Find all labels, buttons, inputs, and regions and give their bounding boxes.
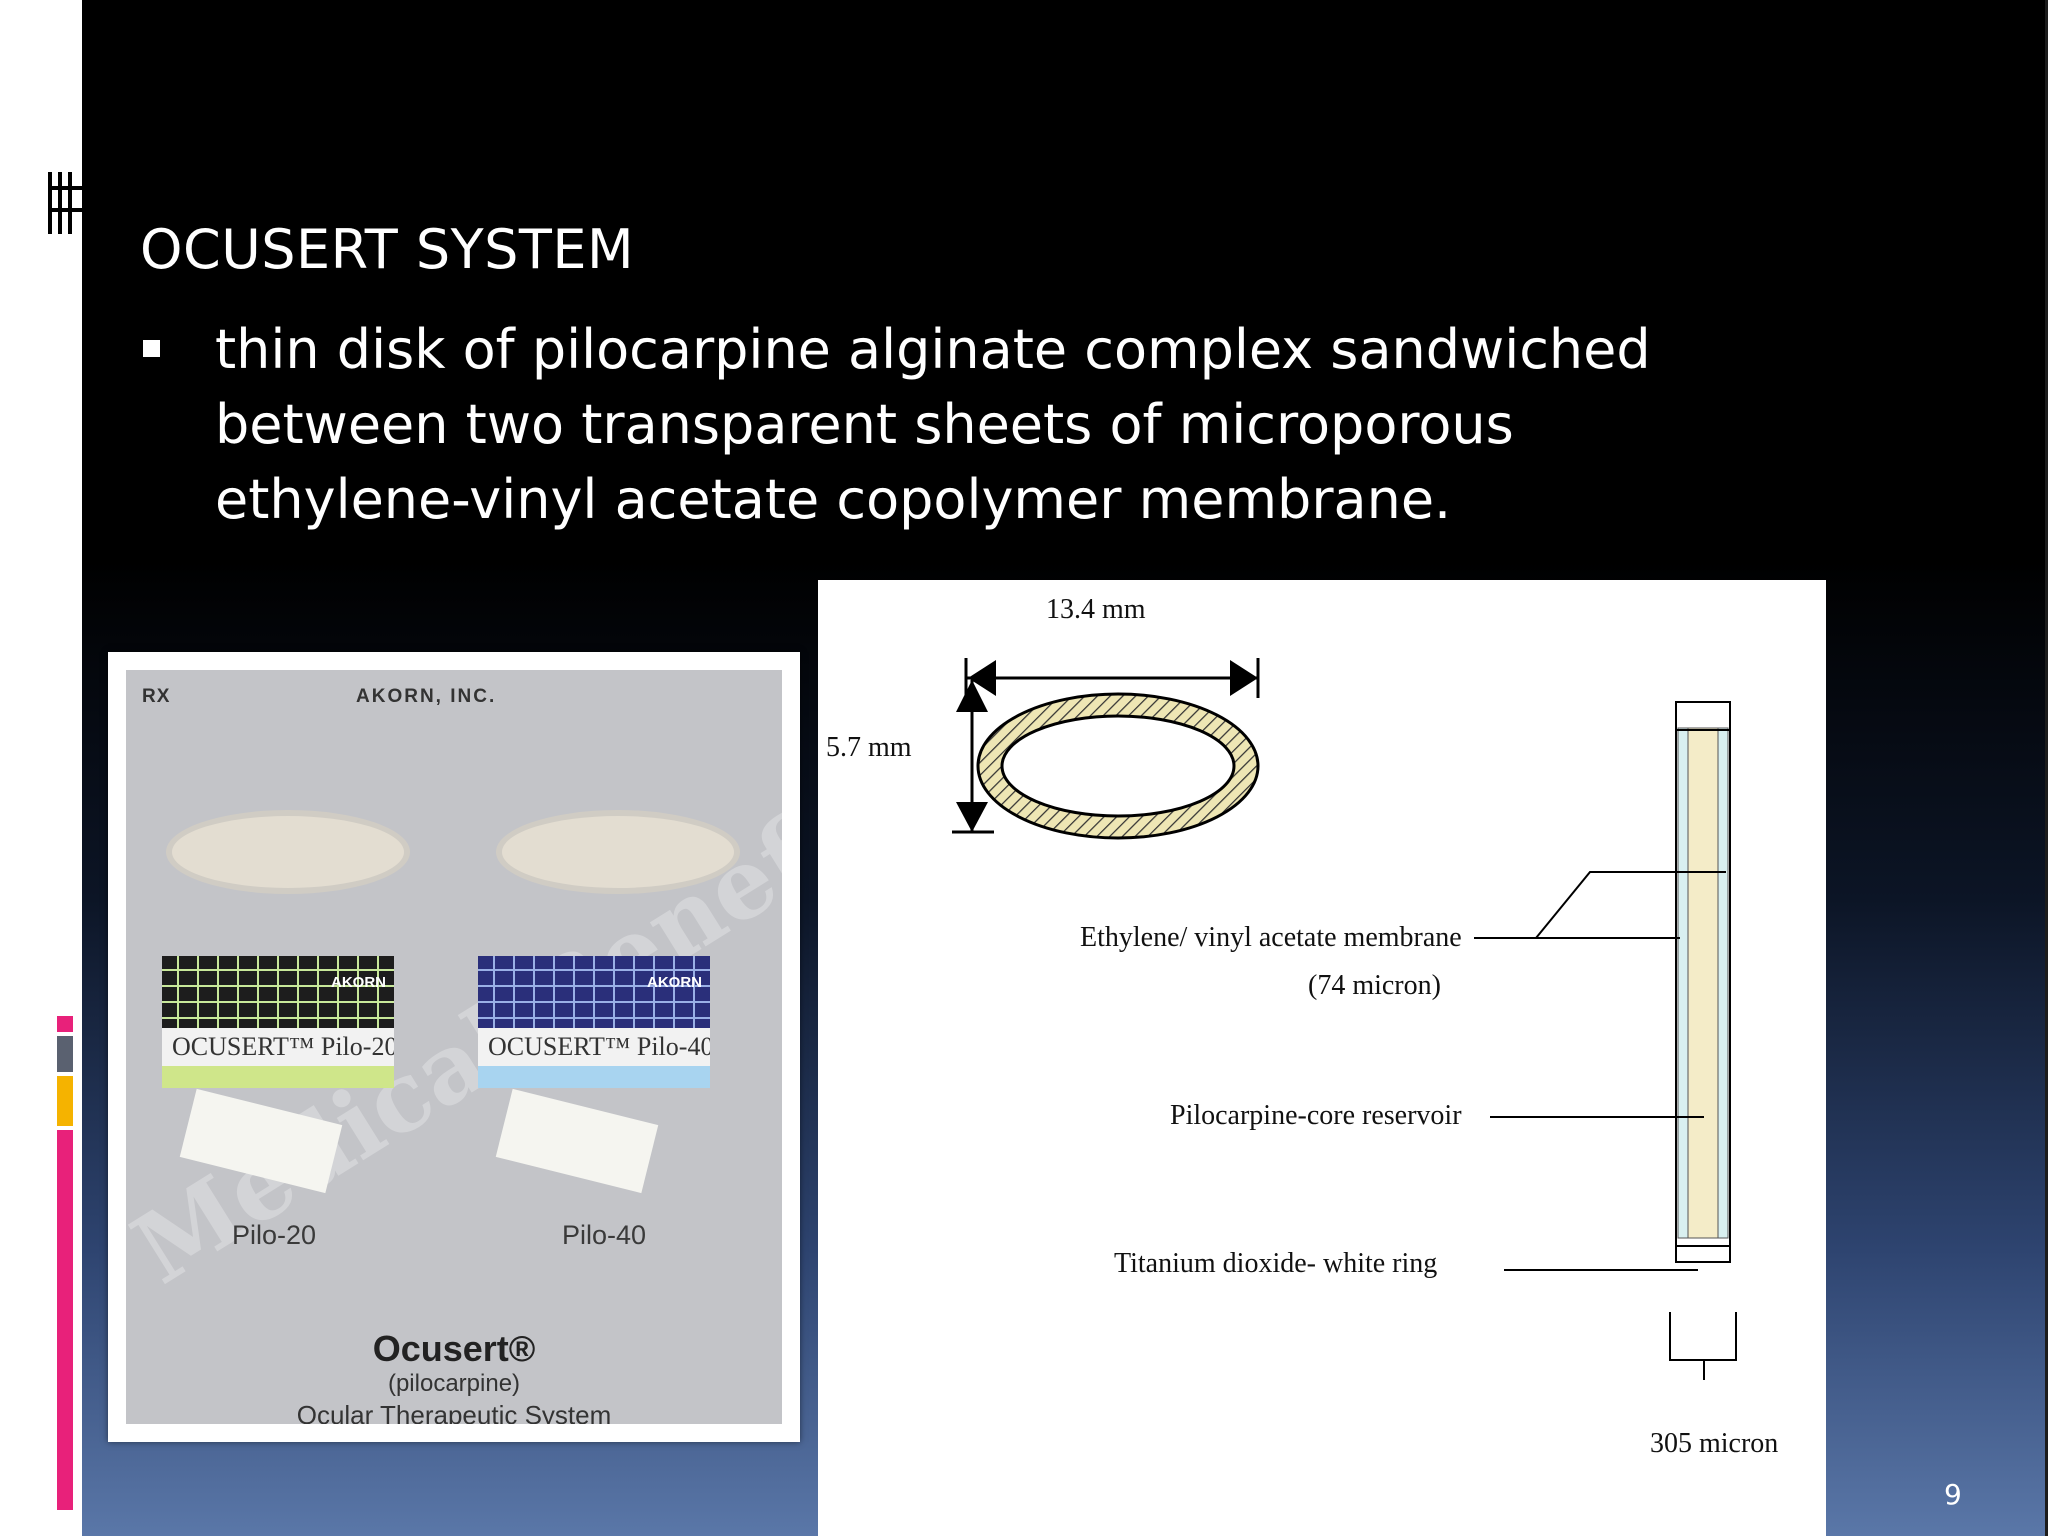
pink-accent-bar-long [57,1130,73,1510]
page-number: 9 [1944,1478,1962,1511]
membrane-thickness-label: (74 micron) [1308,970,1441,1001]
company-label: AKORN, INC. [356,686,497,707]
right-border-line [2045,0,2048,1536]
bullet-text: thin disk of pilocarpine alginate comple… [215,318,1651,531]
membrane-label: Ethylene/ vinyl acetate membrane [1080,922,1462,953]
box-brand-right: AKORN [647,974,702,991]
ocusert-diagram: 13.4 mm 5.7 mm Ethylene/ vinyl acetate m… [818,580,1826,1536]
gray-accent-bar [57,1036,73,1072]
ocusert-diagram-drawing [952,658,1737,1380]
ocusert-disk-left [172,816,404,888]
grid-decoration [48,172,82,234]
width-arrow-right [1230,660,1258,696]
sachet-right [495,1088,659,1194]
height-arrow-bottom [956,802,988,832]
width-label: 13.4 mm [1046,594,1146,625]
slide-title: OCUSERT SYSTEM [140,218,635,281]
core-reservoir-layer [1687,727,1719,1239]
core-label: Pilocarpine-core reservoir [1170,1100,1462,1131]
thickness-bracket [1669,1312,1737,1361]
ring-label: Titanium dioxide- white ring [1114,1248,1438,1279]
height-arrow-top [956,680,988,712]
pilo-40-label: Pilo-40 [562,1220,647,1250]
pilo-20-label: Pilo-20 [232,1220,317,1250]
bullet-square-icon [143,340,160,357]
brand-description: Ocular Therapeutic System [296,1400,612,1424]
total-thickness-label: 305 micron [1650,1428,1779,1459]
box-name-right: OCUSERT™ Pilo-40 [488,1032,710,1061]
box-brand-left: AKORN [331,974,386,991]
brand-subtitle: (pilocarpine) [387,1370,521,1397]
orange-accent-bar [57,1076,73,1126]
blue-grid-pattern [478,956,710,1028]
box-name-left: OCUSERT™ Pilo-20 [172,1032,394,1061]
ocusert-disk-right [502,816,734,888]
photo-content: Medical Benefits RX AKORN, INC. [126,670,782,1424]
height-label: 5.7 mm [826,732,912,763]
width-arrow-left [968,660,996,696]
ocusert-ring-inner [1000,714,1236,818]
pilo-40-box: AKORN OCUSERT™ Pilo-40 [478,956,710,1088]
pilo-20-box: AKORN OCUSERT™ Pilo-20 [162,956,394,1088]
ocusert-product-photo: Medical Benefits RX AKORN, INC. [108,652,800,1442]
rx-label: RX [142,686,171,707]
membrane-leader-upper [1535,871,1726,939]
green-grid-pattern [162,956,394,1028]
pink-accent-bar [57,1016,73,1032]
brand-title: Ocusert® [372,1328,536,1369]
